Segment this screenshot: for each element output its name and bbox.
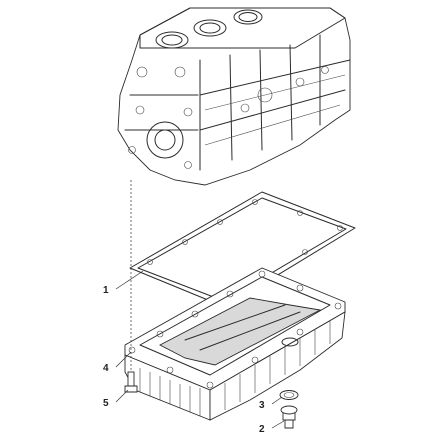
callout-2: 2 <box>259 424 265 435</box>
engine-block <box>117 7 351 186</box>
callout-5: 5 <box>103 398 109 409</box>
callout-labels: 1 2 3 4 5 <box>103 285 265 435</box>
callout-4: 4 <box>103 363 109 374</box>
callout-leaders <box>115 270 285 429</box>
drain-plug-washer <box>279 390 299 400</box>
oil-pan <box>124 267 346 421</box>
flange-bolt <box>124 180 138 393</box>
callout-1: 1 <box>103 285 109 296</box>
drain-plug <box>280 405 298 429</box>
callout-3: 3 <box>259 400 265 411</box>
